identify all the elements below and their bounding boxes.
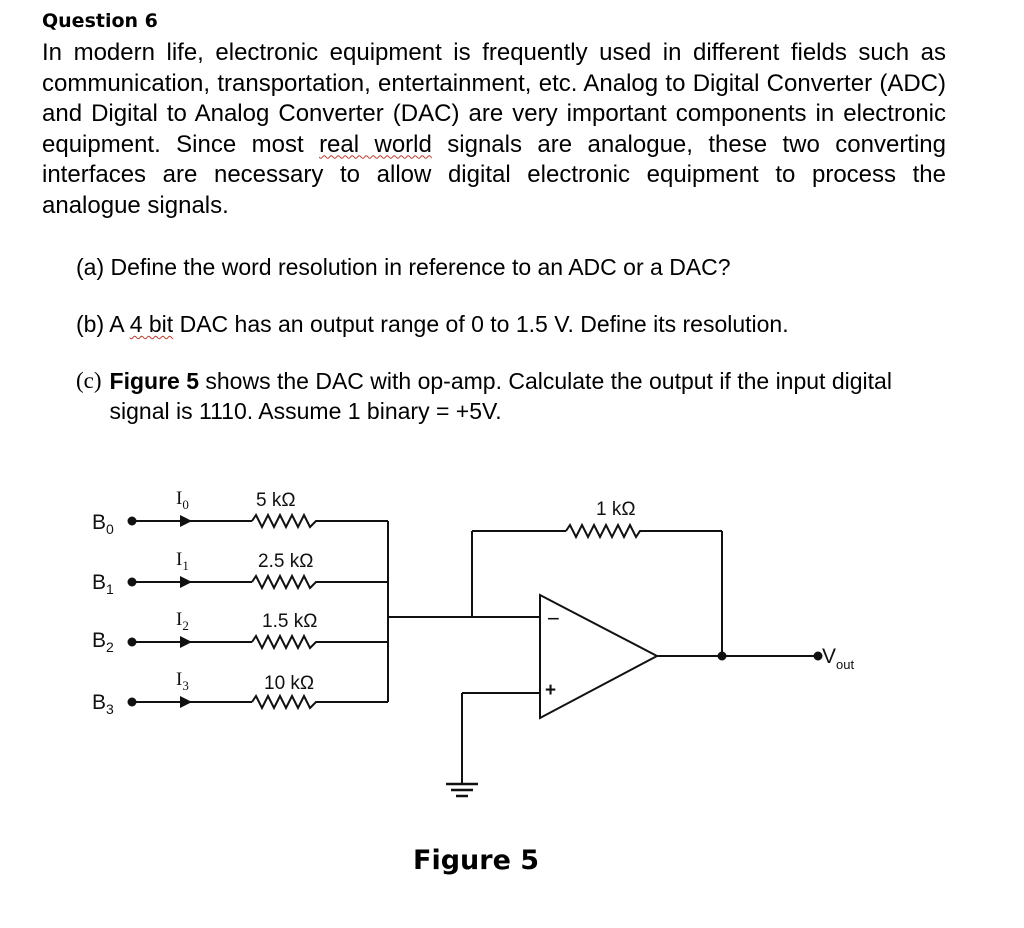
input-label-b2: B2 [92,629,114,655]
noninverting-input-sign: + [545,680,556,701]
part-c-body: Figure 5 shows the DAC with op-amp. Calc… [110,366,946,426]
part-b: (b) A 4 bit DAC has an output range of 0… [76,309,789,339]
input-row-b3: B3 I3 10 kΩ [92,669,388,717]
current-label-i0: I0 [176,488,189,512]
resistor-r2 [251,633,388,651]
intro-spellcheck-phrase: real world [319,130,432,158]
current-arrow-i3 [180,696,192,708]
input-label-b3: B3 [92,691,114,717]
question-intro: In modern life, electronic equipment is … [42,38,946,221]
part-b-post: DAC has an output range of 0 to 1.5 V. D… [173,311,789,337]
part-c-text: shows the DAC with op-amp. Calculate the… [109,368,892,424]
inverting-input-sign: − [547,606,560,631]
current-arrow-i1 [180,576,192,588]
output-junction [717,651,727,661]
dac-circuit-diagram: B0 I0 5 kΩ B1 I1 2.5 kΩ B2 I2 1.5 kΩ B3 … [92,488,854,798]
part-b-pre: (b) A [76,311,130,337]
intro-text-a: In modern life, electronic equipment is … [42,39,946,158]
current-label-i3: I3 [176,669,189,693]
output-node [813,651,823,661]
intro-text-b: signals are analogue, these two converti… [42,130,947,219]
resistor-r0 [251,512,388,530]
figure-caption: Figure 5 [413,845,540,876]
current-arrow-i0 [180,515,192,527]
input-label-b1: B1 [92,571,114,597]
current-arrow-i2 [180,636,192,648]
output-label-sub: out [836,657,854,672]
part-b-spellcheck-phrase: 4 bit [129,311,174,337]
part-c: (c) Figure 5 shows the DAC with op-amp. … [76,366,946,426]
part-a: (a) Define the word resolution in refere… [76,254,731,280]
resistor-label-r2: 1.5 kΩ [262,611,317,632]
current-label-i2: I2 [176,609,189,633]
resistor-label-r1: 2.5 kΩ [258,551,313,572]
resistor-label-r3: 10 kΩ [264,673,314,694]
resistor-label-r0: 5 kΩ [256,490,296,511]
part-c-label: (c) [76,368,102,393]
resistor-r3 [251,693,388,711]
input-row-b2: B2 I2 1.5 kΩ [92,609,388,655]
output-label-main: V [822,645,836,668]
part-c-figure-ref: Figure 5 [109,368,199,394]
input-label-b0: B0 [92,511,114,537]
input-row-b1: B1 I1 2.5 kΩ [92,549,388,597]
op-amp-triangle [539,593,660,720]
question-title: Question 6 [42,10,158,32]
resistor-r1 [251,573,388,591]
input-row-b0: B0 I0 5 kΩ [92,488,388,537]
current-label-i1: I1 [176,549,189,573]
output-label: Vout [822,645,854,672]
feedback-resistor-label: 1 kΩ [596,499,636,520]
feedback-resistor [565,522,722,540]
